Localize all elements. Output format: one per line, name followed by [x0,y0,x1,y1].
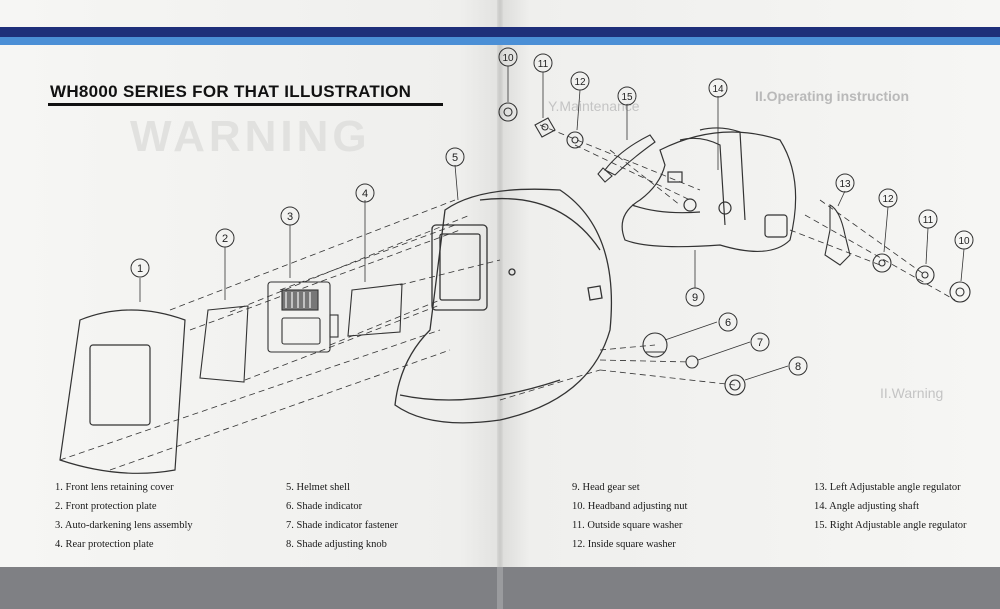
part-11: 11. Outside square washer [572,520,683,531]
parts-list-col1: 1. Front lens retaining cover 2. Front p… [55,482,275,562]
callout-4: 4 [362,188,368,200]
callout-6: 6 [725,317,731,329]
left-page [0,0,500,609]
headband-adjusting-nut-right [949,281,971,303]
rear-protection-plate [347,283,403,337]
part-5: 5. Helmet shell [286,482,350,493]
callout-14: 14 [712,84,724,95]
part-10: 10. Headband adjusting nut [572,501,688,512]
background-warning-text: WARNING [130,112,371,161]
part-6: 6. Shade indicator [286,501,363,512]
background-operating-text: II.Operating instruction [755,88,910,104]
part-8: 8. Shade adjusting knob [286,539,387,550]
helmet-shell [394,188,613,424]
callout-10: 10 [502,53,514,64]
part-15: 15. Right Adjustable angle regulator [814,520,967,531]
part-3: 3. Auto-darkening lens assembly [55,520,193,531]
part-7: 7. Shade indicator fastener [286,520,398,531]
auto-darkening-lens-assembly [267,281,339,353]
background-maintenance-text: Y.Maintenance [548,98,640,114]
part-2: 2. Front protection plate [55,501,157,512]
part-4: 4. Rear protection plate [55,539,154,550]
inside-square-washer-right [872,253,892,273]
page-title: WH8000 SERIES FOR THAT ILLUSTRATION [50,82,412,101]
part-9: 9. Head gear set [572,482,640,493]
part-13: 13. Left Adjustable angle regulator [814,482,961,493]
outside-square-washer-right [915,265,935,285]
shade-indicator [642,332,668,358]
part-14: 14. Angle adjusting shaft [814,501,919,512]
head-gear-set [621,127,797,253]
background-warning-right-text: II.Warning [880,385,944,401]
callout-7: 7 [757,337,763,349]
callout-leaders [139,66,965,381]
part-1: 1. Front lens retaining cover [55,482,174,493]
parts-list-col4: 13. Left Adjustable angle regulator 14. … [814,482,994,562]
right-adjustable-angle-regulator [597,134,656,183]
callout-2: 2 [222,233,228,245]
callout-15: 15 [621,92,633,103]
part-12: 12. Inside square washer [572,539,676,550]
front-protection-plate [199,305,249,383]
callout-8: 8 [795,361,801,373]
book-spine [497,0,503,609]
parts-list-col2: 5. Helmet shell 6. Shade indicator 7. Sh… [286,482,486,562]
callout-circles [130,47,974,376]
callout-5: 5 [452,152,458,164]
title-underline [48,103,443,106]
callout-3: 3 [287,211,293,223]
callout-1: 1 [137,263,143,275]
header-band-light [0,37,1000,45]
callout-11: 11 [538,59,549,70]
callout-numbers: 1 2 3 4 5 6 7 8 9 10 11 12 15 14 13 10 1… [137,53,970,373]
callout-12: 12 [574,77,586,88]
inside-square-washer-left [566,131,584,149]
left-adjustable-angle-regulator [824,204,851,266]
callout-9: 9 [692,292,698,304]
callout-11-right: 11 [923,215,934,226]
footer-bar [0,567,1000,609]
shade-indicator-fastener [685,355,699,369]
headband-adjusting-nut-left [498,102,518,122]
callout-12-right: 12 [882,194,894,205]
right-page [500,0,1000,609]
shade-adjusting-knob [724,374,746,396]
parts-list-col3: 9. Head gear set 10. Headband adjusting … [572,482,792,562]
callout-10-right: 10 [958,236,970,247]
front-lens-retaining-cover [59,309,186,474]
header-band-dark [0,27,1000,37]
outside-square-washer-left [534,117,556,138]
callout-13: 13 [839,179,851,190]
